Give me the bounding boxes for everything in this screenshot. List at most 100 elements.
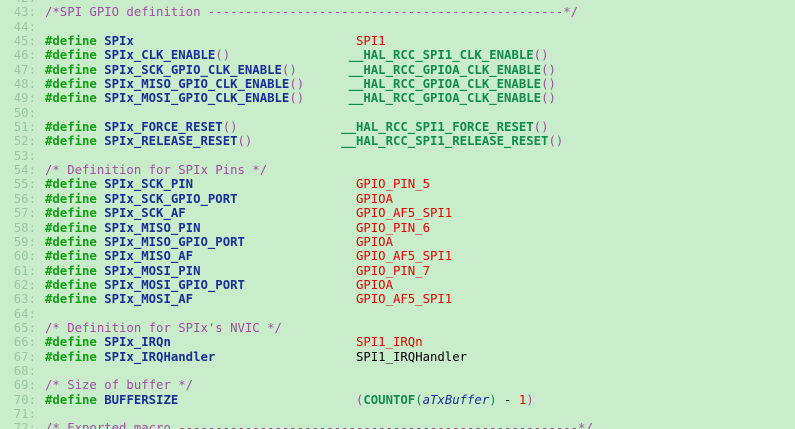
code-token: ( xyxy=(355,392,364,407)
code-text[interactable]: #define SPIx_SCK_PIN GPIO_PIN_5 xyxy=(36,177,430,191)
code-token xyxy=(200,264,355,278)
code-line[interactable]: 63#define SPIx_MOSI_AF GPIO_AF5_SPI1 xyxy=(0,292,795,306)
code-token: () xyxy=(541,91,556,106)
code-token: SPIx_SCK_PIN xyxy=(104,177,194,192)
code-text[interactable]: #define SPIx_SCK_GPIO_CLK_ENABLE() __HAL… xyxy=(36,63,556,77)
code-token: SPIx_MOSI_GPIO_PORT xyxy=(104,277,245,292)
code-token: SPIx_MISO_GPIO_CLK_ENABLE xyxy=(104,77,290,92)
code-line[interactable]: 44 xyxy=(0,20,795,34)
code-text[interactable]: #define SPIx_SCK_AF GPIO_AF5_SPI1 xyxy=(36,206,452,220)
code-line[interactable]: 61#define SPIx_MOSI_PIN GPIO_PIN_7 xyxy=(0,264,795,278)
code-line[interactable]: 42 xyxy=(0,0,795,5)
code-token: ( xyxy=(415,392,423,407)
code-line[interactable]: 67#define SPIx_IRQHandler SPI1_IRQHandle… xyxy=(0,350,795,364)
code-line[interactable]: 45#define SPIx SPI1 xyxy=(0,34,795,48)
code-text[interactable]: #define SPIx_MOSI_AF GPIO_AF5_SPI1 xyxy=(36,292,452,306)
code-line[interactable]: 69/* Size of buffer */ xyxy=(0,378,795,392)
code-line[interactable]: 50 xyxy=(0,106,795,120)
code-token: #define xyxy=(45,292,105,307)
code-line[interactable]: 66#define SPIx_IRQn SPI1_IRQn xyxy=(0,335,795,349)
line-number: 51 xyxy=(0,120,36,134)
code-line[interactable]: 43/*SPI GPIO definition ----------------… xyxy=(0,5,795,19)
code-token xyxy=(238,192,356,206)
code-token: SPIx_MISO_PIN xyxy=(104,220,201,235)
code-token: () xyxy=(289,91,305,106)
code-token xyxy=(193,177,356,191)
code-text[interactable]: /* Definition for SPIx Pins */ xyxy=(36,163,267,177)
code-text[interactable]: #define SPIx_MOSI_PIN GPIO_PIN_7 xyxy=(36,264,430,278)
code-line[interactable]: 53 xyxy=(0,149,795,163)
code-line[interactable]: 46#define SPIx_CLK_ENABLE() __HAL_RCC_SP… xyxy=(0,48,795,62)
code-token xyxy=(304,91,348,105)
code-token: SPIx_SCK_GPIO_PORT xyxy=(104,191,238,206)
line-number: 60 xyxy=(0,249,36,263)
code-text[interactable]: #define SPIx_MISO_AF GPIO_AF5_SPI1 xyxy=(36,249,452,263)
code-token: () xyxy=(541,77,556,92)
code-line[interactable]: 72/* Exported macro --------------------… xyxy=(0,421,795,429)
code-line[interactable]: 62#define SPIx_MOSI_GPIO_PORT GPIOA xyxy=(0,278,795,292)
line-number: 63 xyxy=(0,292,36,306)
code-line[interactable]: 64 xyxy=(0,307,795,321)
code-text[interactable]: #define SPIx_CLK_ENABLE() __HAL_RCC_SPI1… xyxy=(36,48,548,62)
code-text[interactable]: #define BUFFERSIZE (COUNTOF(aTxBuffer) -… xyxy=(36,393,534,407)
code-line[interactable]: 54 /* Definition for SPIx Pins */ xyxy=(0,163,795,177)
code-token: /* Definition for SPIx Pins */ xyxy=(45,163,268,178)
code-text[interactable]: #define SPIx_IRQHandler SPI1_IRQHandler xyxy=(36,350,467,364)
code-line[interactable]: 48#define SPIx_MISO_GPIO_CLK_ENABLE() __… xyxy=(0,77,795,91)
code-text[interactable]: #define SPIx_MISO_GPIO_CLK_ENABLE() __HA… xyxy=(36,77,556,91)
code-line[interactable]: 60#define SPIx_MISO_AF GPIO_AF5_SPI1 xyxy=(0,249,795,263)
code-text[interactable]: #define SPIx_RELEASE_RESET() __HAL_RCC_S… xyxy=(36,134,563,148)
line-number: 54 xyxy=(0,163,36,177)
code-line[interactable]: 51#define SPIx_FORCE_RESET() __HAL_RCC_S… xyxy=(0,120,795,134)
code-text[interactable]: /*SPI GPIO definition ------------------… xyxy=(36,5,578,19)
code-token: SPIx_MISO_GPIO_PORT xyxy=(104,234,245,249)
code-token: #define xyxy=(45,62,105,77)
code-line[interactable]: 65/* Definition for SPIx's NVIC */ xyxy=(0,321,795,335)
code-line[interactable]: 56#define SPIx_SCK_GPIO_PORT GPIOA xyxy=(0,192,795,206)
code-token: ) xyxy=(526,392,534,407)
line-number: 53 xyxy=(0,149,36,163)
code-line[interactable]: 58#define SPIx_MISO_PIN GPIO_PIN_6 xyxy=(0,221,795,235)
code-text[interactable]: #define SPIx_SCK_GPIO_PORT GPIOA xyxy=(36,192,393,206)
code-line[interactable]: 68 xyxy=(0,364,795,378)
code-token: - xyxy=(496,392,519,407)
code-text[interactable]: /* Size of buffer */ xyxy=(36,378,193,392)
code-text[interactable]: #define SPIx_IRQn SPI1_IRQn xyxy=(36,335,423,349)
code-line[interactable]: 71 xyxy=(0,407,795,421)
code-line[interactable]: 57#define SPIx_SCK_AF GPIO_AF5_SPI1 xyxy=(0,206,795,220)
code-token: GPIO_AF5_SPI1 xyxy=(355,292,453,307)
code-token: __HAL_RCC_GPIOA_CLK_ENABLE xyxy=(348,91,542,106)
code-token xyxy=(193,249,356,263)
code-text[interactable]: #define SPIx_FORCE_RESET() __HAL_RCC_SPI… xyxy=(36,120,548,134)
code-token: GPIO_AF5_SPI1 xyxy=(355,249,453,264)
line-number: 47 xyxy=(0,63,36,77)
code-line[interactable]: 70#define BUFFERSIZE (COUNTOF(aTxBuffer)… xyxy=(0,393,795,407)
line-number: 46 xyxy=(0,48,36,62)
line-number: 64 xyxy=(0,307,36,321)
code-token: #define xyxy=(45,349,105,364)
code-line[interactable]: 55#define SPIx_SCK_PIN GPIO_PIN_5 xyxy=(0,177,795,191)
code-token xyxy=(171,335,356,349)
code-text[interactable]: #define SPIx_MISO_PIN GPIO_PIN_6 xyxy=(36,221,430,235)
code-text[interactable]: /* Definition for SPIx's NVIC */ xyxy=(36,321,282,335)
code-line[interactable]: 52#define SPIx_RELEASE_RESET() __HAL_RCC… xyxy=(0,134,795,148)
code-token: aTxBuffer xyxy=(422,392,490,407)
code-text[interactable]: #define SPIx SPI1 xyxy=(36,34,386,48)
code-line[interactable]: 59#define SPIx_MISO_GPIO_PORT GPIOA xyxy=(0,235,795,249)
code-token: #define xyxy=(45,34,105,49)
code-token: #define xyxy=(45,277,105,292)
line-number: 55 xyxy=(0,177,36,191)
line-number: 61 xyxy=(0,264,36,278)
code-token: #define xyxy=(45,249,105,264)
code-line[interactable]: 49#define SPIx_MOSI_GPIO_CLK_ENABLE() __… xyxy=(0,91,795,105)
code-text[interactable]: /* Exported macro ----------------------… xyxy=(36,421,593,429)
code-token: () xyxy=(289,77,305,92)
code-token xyxy=(245,235,356,249)
code-line[interactable]: 47#define SPIx_SCK_GPIO_CLK_ENABLE() __H… xyxy=(0,63,795,77)
code-text[interactable]: #define SPIx_MISO_GPIO_PORT GPIOA xyxy=(36,235,393,249)
line-number: 44 xyxy=(0,20,36,34)
code-text[interactable]: #define SPIx_MOSI_GPIO_PORT GPIOA xyxy=(36,278,393,292)
line-number: 58 xyxy=(0,221,36,235)
code-text[interactable]: #define SPIx_MOSI_GPIO_CLK_ENABLE() __HA… xyxy=(36,91,556,105)
